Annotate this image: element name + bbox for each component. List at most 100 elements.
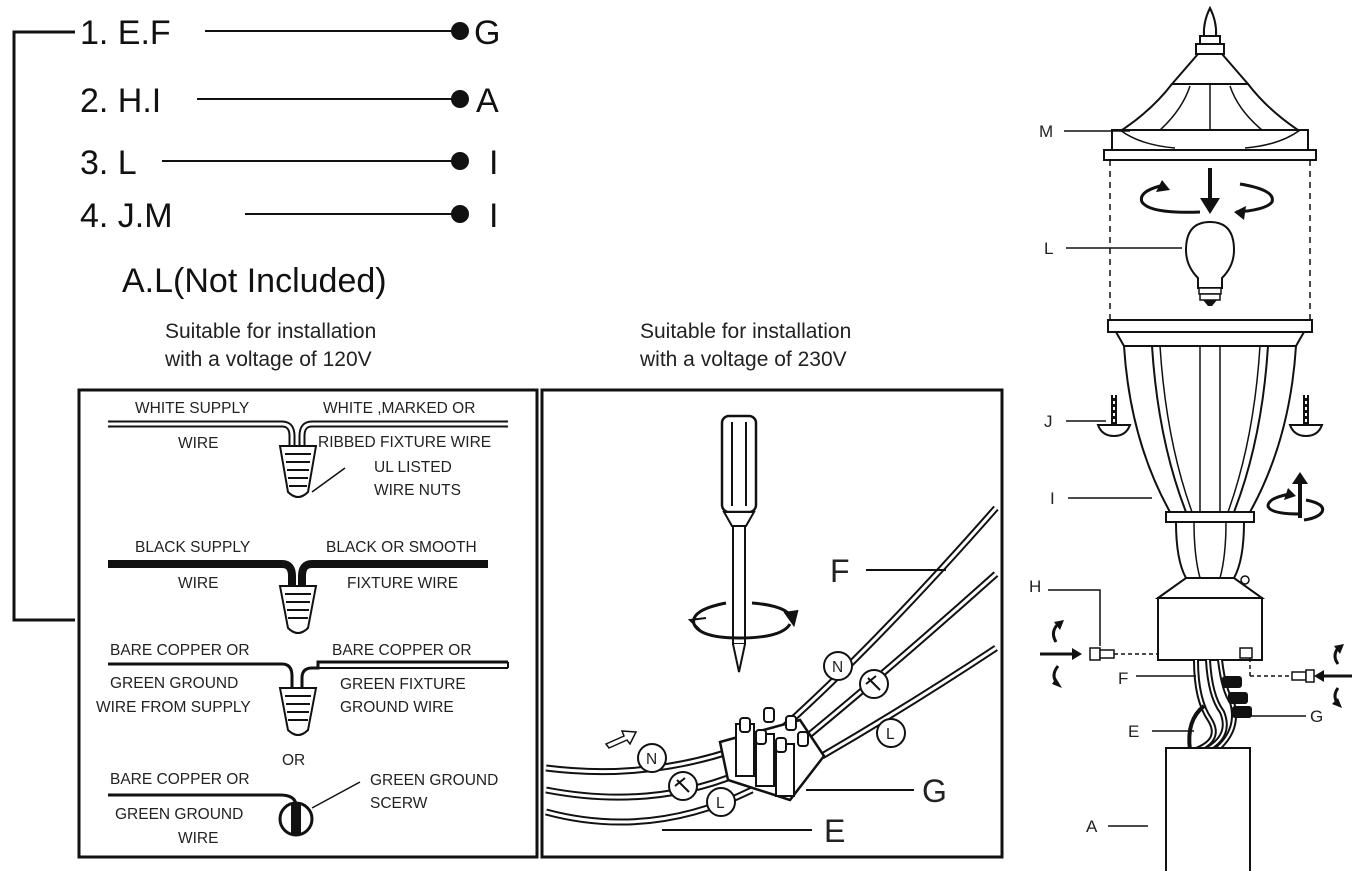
white-wire-row: WHITE SUPPLY WIRE WHITE ,MARKED OR RIBBE… — [108, 400, 508, 499]
copper-fixture-wire — [300, 660, 508, 688]
wire-nut-icon — [278, 585, 318, 634]
panel-230v-label-f: F — [830, 553, 850, 589]
step-3-target: I — [489, 144, 498, 182]
step-1-dot — [451, 22, 469, 40]
screw-icon — [1096, 395, 1132, 438]
panel-120v-title-line2: with a voltage of 120V — [164, 348, 372, 371]
panel-230v-label-g: G — [922, 773, 947, 809]
copper-ground-label-3: WIRE — [178, 830, 218, 847]
step-1-target: G — [474, 14, 500, 52]
step-2-dot — [451, 90, 469, 108]
lamp-post — [1165, 747, 1251, 871]
panel-230v-label-e: E — [824, 813, 845, 849]
black-fixture-label-2: FIXTURE WIRE — [347, 575, 458, 592]
copper-fixture-label-2: GREEN FIXTURE — [340, 676, 466, 693]
screw-leader — [311, 781, 361, 809]
screw-label-2: SCERW — [370, 795, 428, 812]
step-4-dot — [451, 205, 469, 223]
lamp-label-l: L — [1044, 239, 1053, 258]
panel-120v: WHITE SUPPLY WIRE WHITE ,MARKED OR RIBBE… — [77, 388, 539, 859]
lamp-label-m: M — [1039, 122, 1053, 141]
screwdriver-icon — [720, 414, 758, 673]
white-supply-label-1: WHITE SUPPLY — [135, 400, 249, 417]
black-supply-label-2: WIRE — [178, 575, 218, 592]
terminal-n-marker-top: N — [823, 651, 853, 681]
step-3-dot — [451, 152, 469, 170]
wire-nut-icon — [278, 445, 318, 498]
rotate-arrow-icon — [687, 601, 799, 640]
copper-supply-label-3: WIRE FROM SUPPLY — [96, 699, 251, 716]
step-1-text: 1. E.F — [80, 14, 171, 52]
rotate-arrow-icon — [1139, 180, 1274, 220]
white-fixture-label-2: RIBBED FIXTURE WIRE — [318, 434, 491, 451]
step-list: 1. E.F G 2. H.I A 3. L I 4. J.M I A.L(No… — [12, 14, 500, 622]
copper-ground-wire — [108, 793, 298, 807]
black-fixture-label-1: BLACK OR SMOOTH — [326, 539, 477, 556]
wire-nuts-label-2: WIRE NUTS — [374, 482, 461, 499]
terminal-l-label: L — [886, 726, 895, 743]
wire-nuts-label-1: UL LISTED — [374, 459, 452, 476]
arrow-right-icon — [604, 730, 638, 749]
step-4-text: 4. J.M — [80, 197, 173, 235]
copper-fixture-label-3: GROUND WIRE — [340, 699, 454, 716]
copper-ground-label-2: GREEN GROUND — [115, 806, 243, 823]
lamp-label-i: I — [1050, 489, 1055, 508]
rotate-arrow-icon — [1266, 472, 1325, 522]
lamp-label-j: J — [1044, 412, 1053, 431]
lamp-label-g: G — [1310, 707, 1323, 726]
panel-230v-title-line1: Suitable for installation — [640, 320, 851, 343]
ground-symbol-icon — [668, 771, 698, 801]
panel-230v: N L N L F G — [540, 388, 1004, 859]
label-h-leader — [1048, 589, 1101, 646]
copper-supply-label-2: GREEN GROUND — [110, 675, 238, 692]
bracket-line — [12, 30, 75, 622]
black-wire-row: BLACK SUPPLY WIRE BLACK OR SMOOTH FIXTUR… — [108, 539, 488, 634]
wire-nut-icon — [1222, 676, 1252, 718]
or-label: OR — [282, 752, 305, 769]
light-bulb-icon — [1184, 220, 1236, 306]
ground-symbol-icon — [859, 669, 889, 699]
terminal-l-marker-bottom: L — [706, 787, 736, 817]
panel-230v-title-line2: with a voltage of 230V — [639, 348, 847, 371]
step-4-target: I — [489, 197, 498, 235]
lamp-label-e: E — [1128, 722, 1139, 741]
step-2-target: A — [476, 82, 499, 120]
copper-supply-label-1: BARE COPPER OR — [110, 642, 250, 659]
lamp-roof — [1103, 5, 1317, 161]
ground-screw-icon — [278, 801, 314, 837]
lamp-label-a: A — [1086, 817, 1098, 836]
panel-230v-frame — [540, 388, 1004, 859]
copper-fixture-label-1: BARE COPPER OR — [332, 642, 472, 659]
black-supply-wire — [108, 560, 296, 586]
screw-icon — [1291, 669, 1315, 683]
not-included-note: A.L(Not Included) — [122, 262, 387, 300]
copper-ground-label-1: BARE COPPER OR — [110, 771, 250, 788]
panel-120v-title-line1: Suitable for installation — [165, 320, 376, 343]
panel-120v-frame — [77, 388, 539, 859]
white-supply-label-2: WIRE — [178, 435, 218, 452]
rotate-arrow-icon — [1040, 620, 1082, 688]
rotate-arrow-icon — [1314, 644, 1352, 708]
terminal-l-marker-top: L — [876, 718, 906, 748]
white-fixture-label-1: WHITE ,MARKED OR — [323, 400, 475, 417]
screw-icon — [1089, 647, 1115, 661]
terminal-l-label: L — [716, 795, 725, 812]
wire-bundle-f — [782, 505, 999, 760]
lamp-wires — [1187, 659, 1237, 753]
wire-nut-leader — [311, 467, 346, 493]
screw-label-1: GREEN GROUND — [370, 772, 498, 789]
step-3-text: 3. L — [80, 144, 137, 182]
lamp-label-h: H — [1029, 577, 1041, 596]
black-fixture-wire — [298, 560, 488, 586]
screw-icon — [1288, 395, 1324, 438]
terminal-block-icon — [718, 707, 826, 802]
terminal-n-label: N — [832, 659, 843, 676]
terminal-n-marker-bottom: N — [637, 743, 667, 773]
lantern-body — [1107, 319, 1313, 661]
black-supply-label-1: BLACK SUPPLY — [135, 539, 250, 556]
copper-wire-row: BARE COPPER OR GREEN GROUND WIRE FROM SU… — [96, 642, 509, 769]
white-supply-wire-core — [108, 422, 294, 446]
terminal-n-label: N — [646, 751, 657, 768]
ground-screw-row: BARE COPPER OR GREEN GROUND WIRE GREEN G… — [108, 771, 498, 847]
